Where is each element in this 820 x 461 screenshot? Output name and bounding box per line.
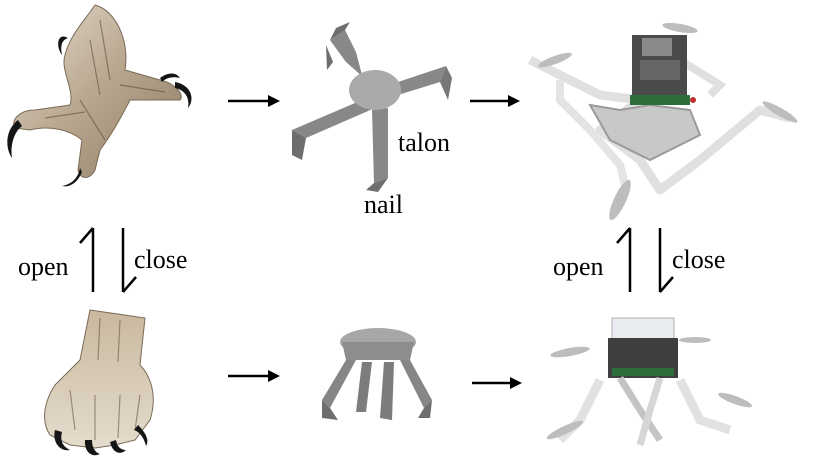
gripper-closed-diagram <box>322 328 432 420</box>
talon-label: talon <box>398 128 450 157</box>
close-half-arrow-left <box>121 228 137 293</box>
close-half-arrow-right <box>658 228 674 293</box>
nail-label: nail <box>364 190 403 219</box>
drone-closed-photo <box>546 317 752 446</box>
open-half-arrow-left <box>79 227 95 292</box>
bird-claw-open-photo <box>7 4 192 187</box>
open-half-arrow-right <box>616 227 632 292</box>
gripper-open-diagram <box>292 22 452 192</box>
close-label-left: close <box>134 245 188 274</box>
bird-claw-closed-photo <box>44 309 154 456</box>
arrow-top-left <box>228 95 280 107</box>
close-label-right: close <box>672 245 726 274</box>
drone-open-photo <box>527 22 798 221</box>
arrow-bottom-left <box>228 370 280 382</box>
arrow-bottom-right <box>472 377 522 389</box>
open-label-left: open <box>18 252 69 281</box>
arrow-top-right <box>470 95 520 107</box>
open-label-right: open <box>553 252 604 281</box>
